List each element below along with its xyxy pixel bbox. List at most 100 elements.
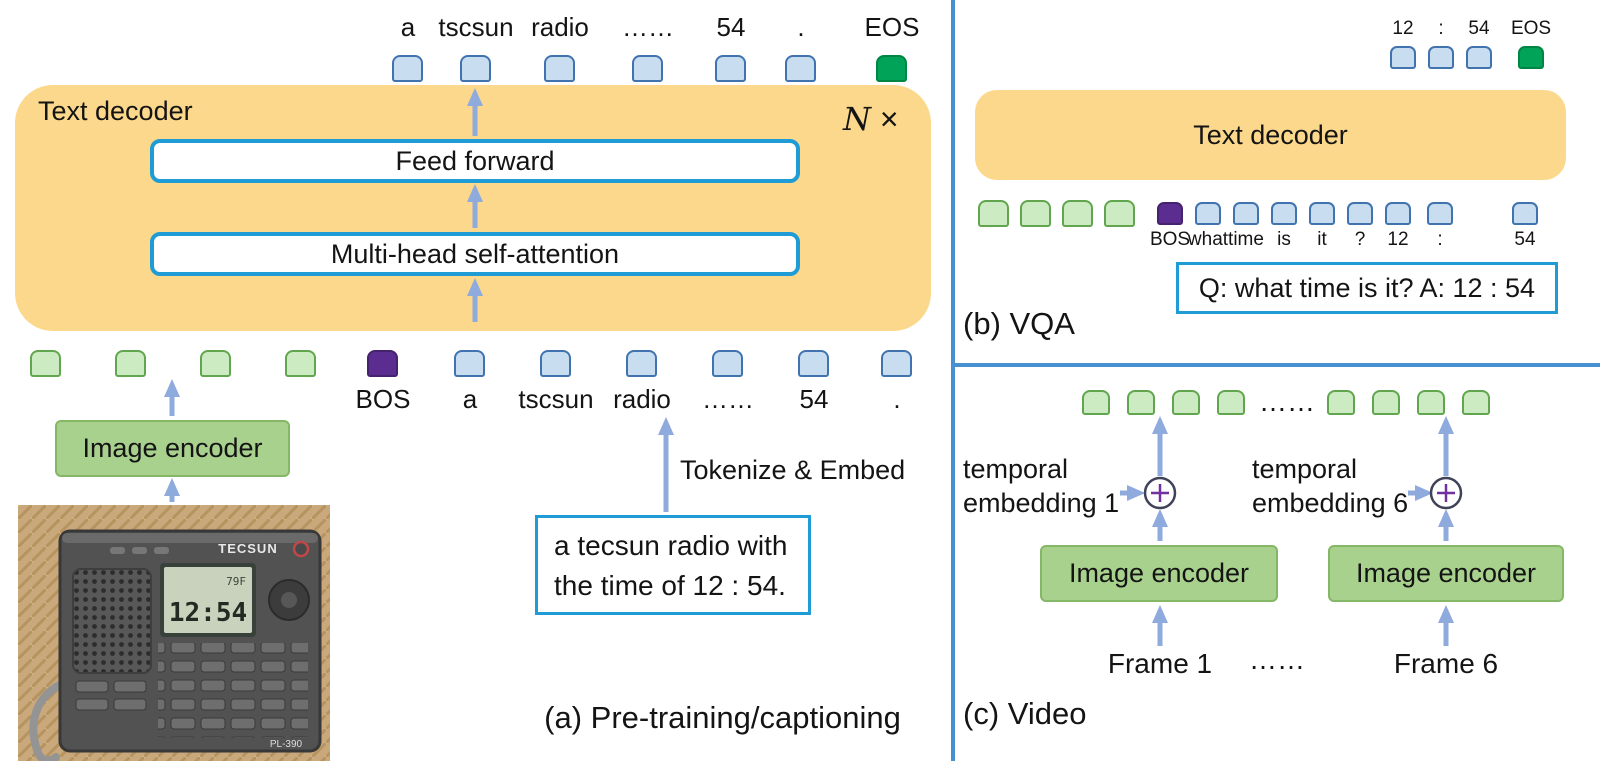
text-token <box>1428 46 1454 69</box>
keypad <box>158 643 308 738</box>
caption-line-2: the time of 12 : 54. <box>554 570 786 601</box>
text-token <box>1385 202 1411 225</box>
text-token <box>1271 202 1297 225</box>
output-token-label: tscsun <box>438 12 514 42</box>
image-token <box>1417 390 1445 415</box>
input-token-label: : <box>1437 229 1443 250</box>
frame-1-label: Frame 1 <box>1107 648 1213 679</box>
output-token-label: : <box>1438 18 1444 39</box>
text-token <box>540 350 571 377</box>
image-token <box>1062 200 1093 227</box>
lcd-display: 79F 12:54 <box>160 563 256 637</box>
text-decoder-label: Text decoder <box>38 96 193 126</box>
lcd-time-text: 12:54 <box>169 598 247 628</box>
input-token-label: it <box>1317 229 1327 250</box>
output-token-label: 12 <box>1392 18 1414 39</box>
self-attention-box: Multi-head self-attention <box>150 232 800 276</box>
temporal-embedding-6-label: temporal embedding 6 <box>1252 452 1408 520</box>
text-token <box>1195 202 1221 225</box>
image-token <box>1327 390 1355 415</box>
panel-a-caption: (a) Pre-training/captioning <box>544 700 901 735</box>
text-token <box>460 55 491 82</box>
wrist-strap <box>29 676 76 761</box>
input-token-label: ? <box>1354 229 1366 250</box>
image-encoder-box: Image encoder <box>55 420 290 477</box>
text-token <box>712 350 743 377</box>
input-token-label: …… <box>702 384 754 414</box>
times-symbol: × <box>879 101 899 137</box>
image-token <box>200 350 231 377</box>
input-token-label: 54 <box>799 384 829 414</box>
text-token <box>1466 46 1492 69</box>
add-circle-icon-6 <box>1429 476 1463 510</box>
output-token-label: a <box>400 12 416 42</box>
image-encoder-box: Image encoder <box>1040 545 1278 602</box>
frame-6-label: Frame 6 <box>1393 648 1499 679</box>
n-times-label: N × <box>843 100 899 138</box>
image-token <box>1217 390 1245 415</box>
input-token-label: BOS <box>1149 229 1191 250</box>
radio-top-buttons <box>110 547 169 554</box>
text-token <box>1347 202 1373 225</box>
text-token <box>785 55 816 82</box>
caption-text-box: a tecsun radio with the time of 12 : 54. <box>535 515 811 615</box>
input-token-label: 12 <box>1387 229 1409 250</box>
eos-token <box>876 55 907 82</box>
qa-text-box: Q: what time is it? A: 12 : 54 <box>1176 262 1558 314</box>
eos-token <box>1518 46 1544 69</box>
text-token <box>881 350 912 377</box>
image-token <box>285 350 316 377</box>
temporal-line-2: embedding 6 <box>1252 488 1409 518</box>
input-token-label: 54 <box>1514 229 1536 250</box>
input-token-label: . <box>893 384 901 414</box>
output-token-label: . <box>797 12 805 42</box>
feed-forward-box: Feed forward <box>150 139 800 183</box>
radio-top-edge <box>62 533 318 543</box>
text-token <box>1427 202 1453 225</box>
input-token-label: what <box>1187 229 1229 250</box>
output-token-label: EOS <box>864 12 920 42</box>
token-row-ellipsis: …… <box>1259 386 1315 417</box>
input-token-label: radio <box>613 384 671 414</box>
input-token-label: time <box>1228 229 1264 250</box>
input-token-label: is <box>1277 229 1291 250</box>
text-token <box>626 350 657 377</box>
text-token <box>1233 202 1259 225</box>
temporal-line-1: temporal <box>963 454 1069 484</box>
speaker-grille <box>72 568 152 674</box>
output-token-label: radio <box>531 12 589 42</box>
input-token-label: BOS <box>355 384 411 414</box>
radio-model-text: PL-390 <box>270 739 303 750</box>
image-token <box>1020 200 1051 227</box>
image-token <box>1104 200 1135 227</box>
text-token <box>392 55 423 82</box>
temporal-embedding-1-label: temporal embedding 1 <box>963 452 1119 520</box>
image-encoder-box: Image encoder <box>1328 545 1564 602</box>
text-token <box>715 55 746 82</box>
temporal-line-1: temporal <box>1252 454 1358 484</box>
input-token-label: a <box>462 384 478 414</box>
power-button <box>292 540 310 558</box>
text-token <box>798 350 829 377</box>
side-buttons <box>75 680 147 711</box>
text-token <box>454 350 485 377</box>
input-token-label: tscsun <box>518 384 594 414</box>
text-token <box>1390 46 1416 69</box>
temporal-line-2: embedding 1 <box>963 488 1120 518</box>
text-decoder-box: Text decoder <box>975 90 1566 180</box>
n-letter: N <box>843 100 871 138</box>
panel-b-caption: (b) VQA <box>963 306 1075 341</box>
output-token-label: EOS <box>1510 18 1552 39</box>
tokenize-embed-label: Tokenize & Embed <box>680 455 906 485</box>
text-token <box>544 55 575 82</box>
caption-line-1: a tecsun radio with <box>554 530 788 561</box>
image-token <box>1082 390 1110 415</box>
image-token <box>978 200 1009 227</box>
bos-token <box>1157 202 1183 225</box>
output-token-label: 54 <box>716 12 746 42</box>
vertical-divider <box>951 0 955 761</box>
bos-token <box>367 350 398 377</box>
image-token <box>115 350 146 377</box>
panel-c-caption: (c) Video <box>963 696 1087 731</box>
